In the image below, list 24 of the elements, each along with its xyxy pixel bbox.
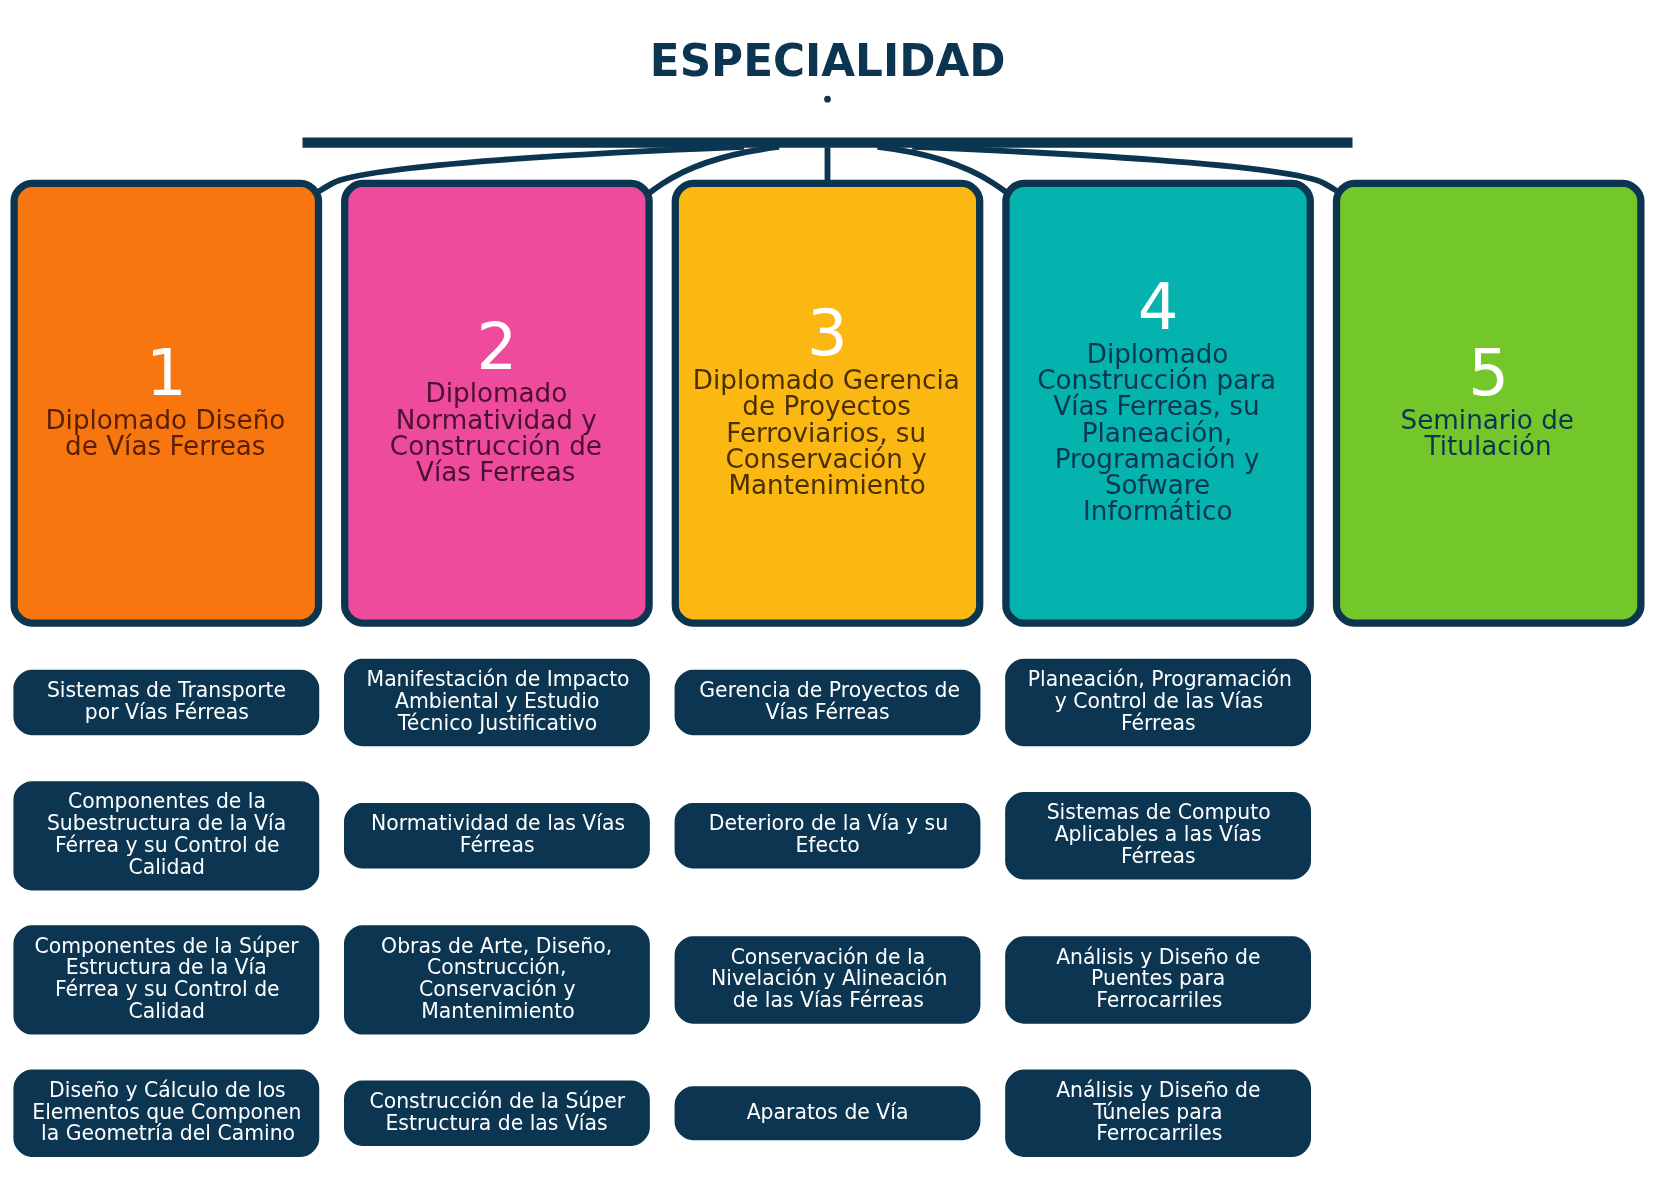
node-box: Componentes de la Súper Estructura de la Vía Férrea y su Control de Calidad — [13, 924, 320, 1035]
node-box: 2 Diplomado Normatividad y Construcción de Vías Ferreas — [341, 179, 653, 627]
node-box: Manifestación de Impacto Ambiental y Estudio Técnico Justificativo — [344, 658, 650, 746]
node-bar — [302, 136, 1353, 148]
node-box: 4 Diplomado Construcción para Vías Ferreas, su Planeación, Programación y Sofware Informático — [1002, 179, 1314, 627]
node-box: Construcción de la Súper Estructura de las Vías — [344, 1079, 650, 1146]
node-box: Conservación de la Nivelación y Alineación de las Vías Férreas — [674, 935, 981, 1024]
node-box: Obras de Arte, Diseño, Construcción, Conservación y Mantenimiento — [344, 924, 650, 1035]
node-box: Análisis y Diseño de Puentes para Ferrocarriles — [1005, 935, 1311, 1024]
node-box: Planeación, Programación y Control de las Vías Férreas — [1005, 658, 1311, 746]
diagram-title: ESPECIALIDAD — [649, 34, 1006, 86]
node-box: 1 Diplomado Diseño de Vías Ferreas — [10, 179, 323, 627]
node-box: Deterioro de la Vía y su Efecto — [674, 802, 981, 869]
node-box: Componentes de la Subestructura de la Vía Férrea y su Control de Calidad — [13, 780, 320, 890]
connector — [824, 146, 831, 183]
node-box: 3 Diplomado Gerencia de Proyectos Ferroviarios, su Conservación y Mantenimiento — [671, 179, 984, 627]
node-box: Análisis y Diseño de Túneles para Ferrocarriles — [1005, 1069, 1311, 1157]
node-box: Normatividad de las Vías Férreas — [344, 802, 650, 869]
node-box: Diseño y Cálculo de los Elementos que Componen la Geometría del Camino — [13, 1069, 320, 1157]
node-box: 5 Seminario de Titulación — [1332, 179, 1645, 627]
node-box: Gerencia de Proyectos de Vías Férreas — [674, 669, 981, 735]
node-box: Sistemas de Transporte por Vías Férreas — [13, 669, 320, 735]
node-box: Sistemas de Computo Aplicables a las Vías Férreas — [1005, 791, 1311, 879]
node-box: Aparatos de Vía — [674, 1085, 981, 1140]
